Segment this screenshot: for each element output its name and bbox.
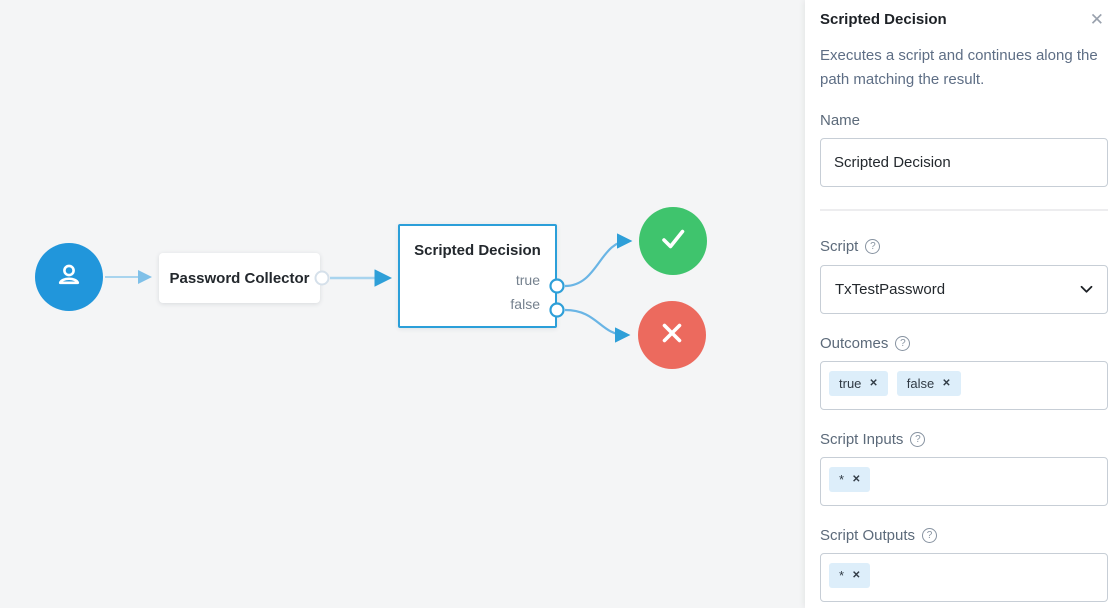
script-outputs-tag-input[interactable]: * ✕: [820, 553, 1108, 602]
tag-remove-icon[interactable]: ✕: [852, 473, 861, 485]
tag-wildcard: * ✕: [829, 563, 871, 588]
help-icon[interactable]: ?: [910, 432, 926, 447]
outcome-true-label: true: [515, 272, 540, 288]
failure-node[interactable]: [638, 301, 706, 369]
tag-false: false ✕: [896, 371, 961, 396]
script-inputs-label: Script Inputs ?: [820, 431, 1108, 448]
outcome-list: true false: [400, 268, 555, 316]
tag-true: true ✕: [829, 371, 888, 396]
user-icon: [52, 258, 86, 297]
panel-description: Executes a script and continues along th…: [820, 47, 1098, 88]
help-icon[interactable]: ?: [895, 336, 911, 351]
node-label: Scripted Decision: [414, 242, 541, 259]
outcome-false-label: false: [510, 296, 540, 312]
script-outputs-label: Script Outputs ?: [820, 527, 1108, 544]
help-icon[interactable]: ?: [922, 528, 938, 543]
node-password-collector[interactable]: Password Collector: [159, 253, 320, 303]
help-icon[interactable]: ?: [865, 239, 881, 254]
x-icon: [656, 317, 688, 354]
tag-remove-icon[interactable]: ✕: [942, 377, 951, 389]
success-node[interactable]: [639, 207, 707, 275]
script-inputs-tag-input[interactable]: * ✕: [820, 457, 1108, 506]
tag-remove-icon[interactable]: ✕: [869, 377, 878, 389]
tag-wildcard: * ✕: [829, 467, 871, 492]
close-icon[interactable]: ✕: [1089, 10, 1104, 29]
outcomes-label: Outcomes ?: [820, 335, 1108, 352]
script-select[interactable]: TxTestPassword: [820, 265, 1108, 314]
panel-header: Scripted Decision ✕: [820, 10, 1108, 29]
chevron-down-icon: [1080, 281, 1093, 299]
node-label: Password Collector: [169, 269, 310, 287]
script-select-value: TxTestPassword: [835, 281, 946, 298]
divider: [820, 209, 1108, 211]
script-label: Script ?: [820, 238, 1108, 255]
name-input[interactable]: [820, 138, 1108, 187]
node-scripted-decision[interactable]: Scripted Decision true false: [398, 224, 557, 328]
outcomes-tag-input[interactable]: true ✕ false ✕: [820, 361, 1108, 410]
tag-remove-icon[interactable]: ✕: [852, 569, 861, 581]
start-node[interactable]: [35, 243, 103, 311]
node-config-panel: Scripted Decision ✕ Executes a script an…: [805, 0, 1118, 608]
check-icon: [655, 221, 691, 262]
flow-canvas[interactable]: Password Collector Scripted Decision tru…: [0, 0, 805, 608]
name-label: Name: [820, 112, 861, 129]
panel-title: Scripted Decision: [820, 11, 947, 28]
